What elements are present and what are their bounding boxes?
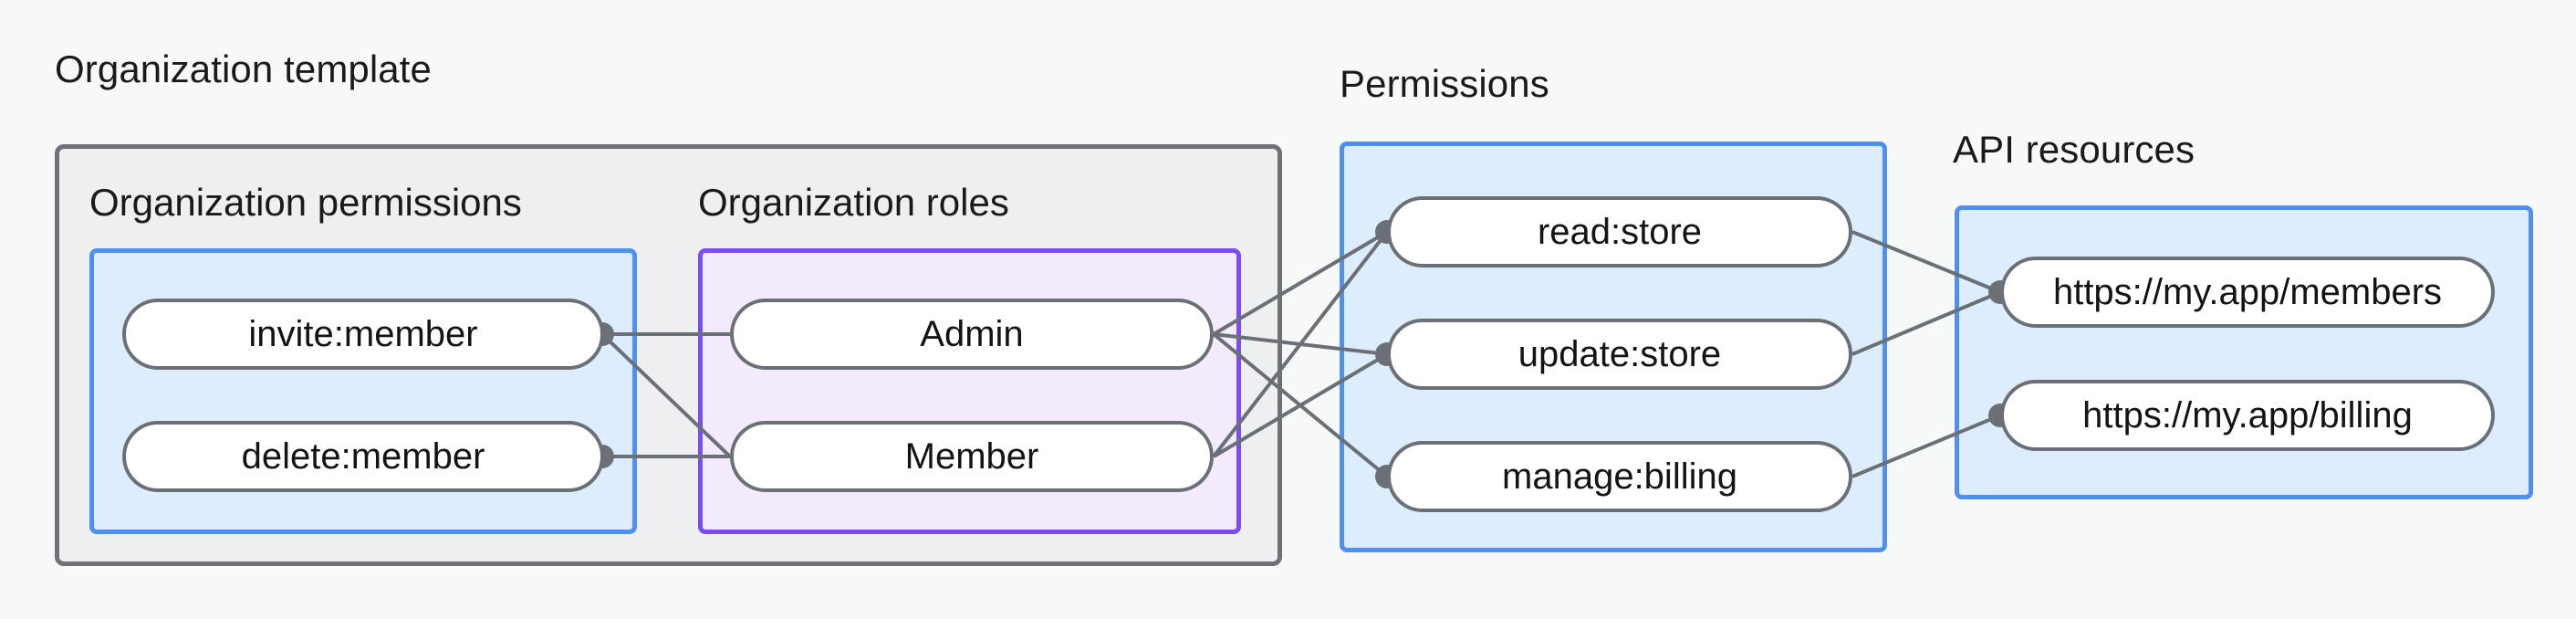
node-update-store[interactable]: update:store — [1387, 319, 1852, 390]
node-role-admin[interactable]: Admin — [730, 299, 1214, 370]
node-manage-billing[interactable]: manage:billing — [1387, 441, 1852, 512]
node-delete-member[interactable]: delete:member — [122, 421, 604, 492]
organization-roles-title: Organization roles — [698, 181, 1009, 224]
organization-permissions-title: Organization permissions — [89, 181, 522, 224]
permissions-title: Permissions — [1340, 62, 1549, 105]
node-api-members[interactable]: https://my.app/members — [2000, 257, 2495, 328]
node-invite-member[interactable]: invite:member — [122, 299, 604, 370]
node-api-billing[interactable]: https://my.app/billing — [2000, 380, 2495, 451]
node-role-member[interactable]: Member — [730, 421, 1214, 492]
organization-template-title: Organization template — [55, 47, 432, 90]
api-resources-title: API resources — [1953, 128, 2195, 171]
node-read-store[interactable]: read:store — [1387, 196, 1852, 268]
